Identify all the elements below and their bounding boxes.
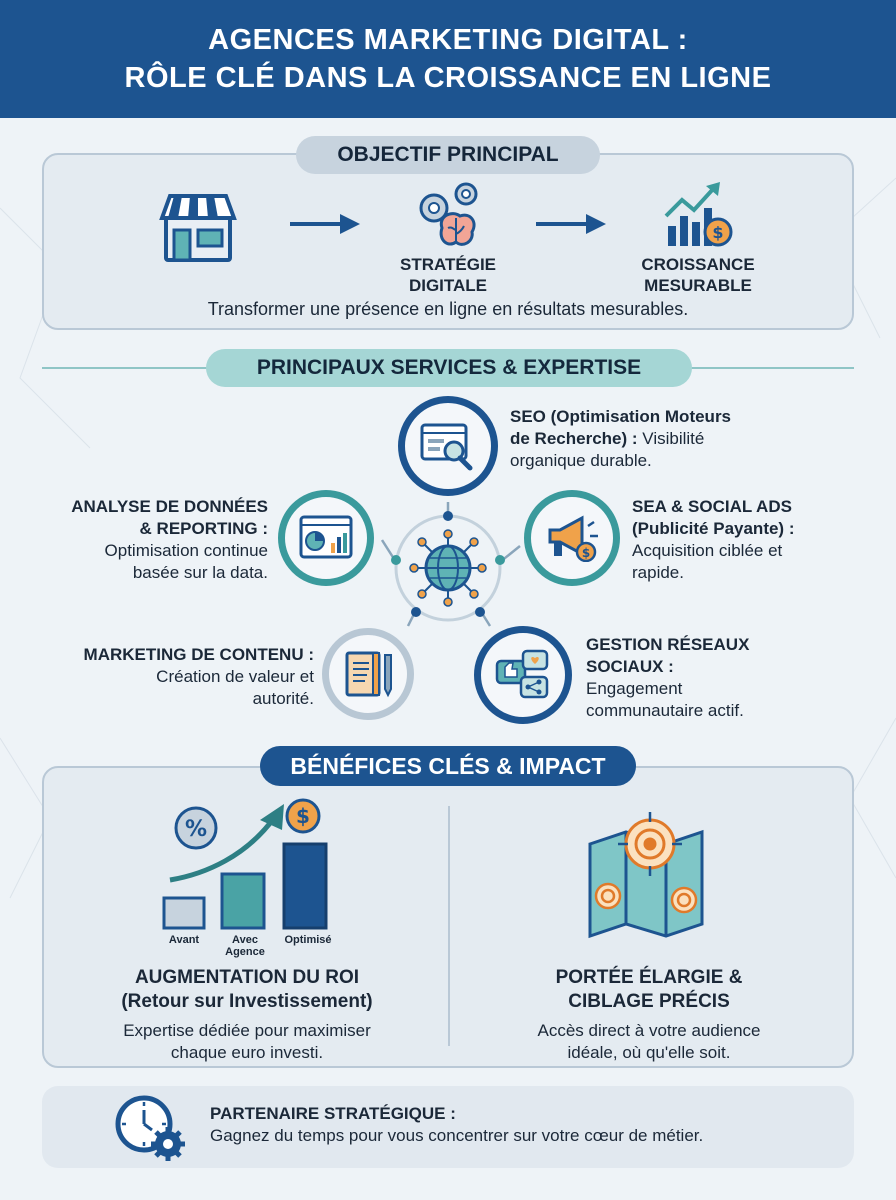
social-description: GESTION RÉSEAUX SOCIAUX : Engagement com… bbox=[586, 635, 750, 720]
benefits-divider bbox=[448, 806, 450, 1046]
content-node bbox=[322, 628, 414, 720]
notebook-pen-icon bbox=[345, 651, 392, 698]
svg-text:%: % bbox=[185, 817, 207, 842]
analytics-dashboard-icon bbox=[299, 515, 353, 559]
network-globe-icon bbox=[408, 528, 488, 608]
page-title-line2: RÔLE CLÉ DANS LA CROISSANCE EN LIGNE bbox=[124, 62, 772, 94]
partner-title: PARTENAIRE STRATÉGIQUE : bbox=[210, 1104, 456, 1123]
sea-node: $ bbox=[524, 490, 620, 586]
step-growth-label: CROISSANCE MESURABLE bbox=[641, 255, 755, 295]
megaphone-icon: $ bbox=[548, 515, 598, 562]
analytics-node bbox=[278, 490, 374, 586]
services-connector-lines bbox=[380, 502, 521, 627]
analytics-description: ANALYSE DE DONNÉES & REPORTING : Optimis… bbox=[71, 497, 268, 582]
growth-chart-icon: $ bbox=[664, 182, 733, 247]
seo-search-icon bbox=[420, 423, 473, 471]
social-chat-icon bbox=[495, 649, 549, 699]
seo-description: SEO (Optimisation Moteurs de Recherche) … bbox=[510, 407, 732, 470]
roi-benefit: AUGMENTATION DU ROI (Retour sur Investis… bbox=[121, 967, 373, 1062]
svg-text:$: $ bbox=[712, 223, 723, 242]
reach-benefit: PORTÉE ÉLARGIE & CIBLAGE PRÉCIS Accès di… bbox=[537, 967, 761, 1062]
brain-gears-icon bbox=[419, 182, 478, 246]
map-target-icon bbox=[588, 812, 704, 939]
clock-gear-icon bbox=[115, 1095, 185, 1161]
social-node bbox=[474, 626, 572, 724]
bar-label-before: Avant bbox=[168, 934, 200, 946]
objective-pill: OBJECTIF PRINCIPAL bbox=[296, 136, 600, 174]
objective-caption: Transformer une présence en ligne en rés… bbox=[207, 299, 689, 319]
storefront-icon bbox=[159, 194, 237, 262]
step-strategy-label: STRATÉGIE DIGITALE bbox=[399, 255, 497, 295]
roi-bar-chart-icon: % $ bbox=[162, 798, 328, 930]
arrow-right-icon bbox=[290, 214, 360, 234]
svg-text:$: $ bbox=[296, 804, 310, 828]
partner-text: Gagnez du temps pour vous concentrer sur… bbox=[210, 1126, 704, 1145]
seo-node bbox=[398, 396, 498, 496]
sea-description: SEA & SOCIAL ADS (Publicité Payante) : A… bbox=[632, 497, 795, 582]
services-pill: PRINCIPAUX SERVICES & EXPERTISE bbox=[206, 349, 692, 387]
partner-text-block: PARTENAIRE STRATÉGIQUE : Gagnez du temps… bbox=[210, 1103, 840, 1147]
page-title-line1: AGENCES MARKETING DIGITAL : bbox=[208, 24, 688, 56]
page-header: AGENCES MARKETING DIGITAL : RÔLE CLÉ DAN… bbox=[0, 0, 896, 118]
benefits-pill: BÉNÉFICES CLÉS & IMPACT bbox=[260, 746, 636, 786]
content-description: MARKETING DE CONTENU : Création de valeu… bbox=[83, 645, 314, 708]
bar-label-optimized: Optimisé bbox=[284, 934, 332, 946]
arrow-right-icon-2 bbox=[536, 214, 606, 234]
bar-label-agency: Avec Agence bbox=[225, 934, 265, 958]
svg-text:$: $ bbox=[582, 546, 590, 560]
